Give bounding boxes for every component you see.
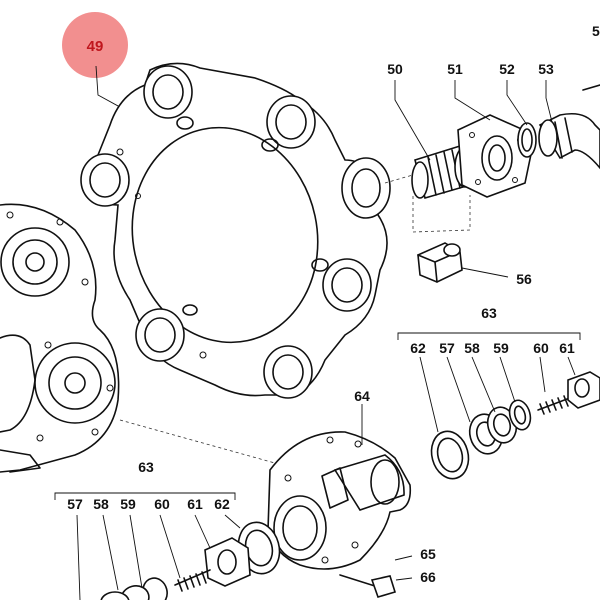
lug-right bbox=[341, 157, 391, 219]
label-57-left: 57 bbox=[67, 496, 83, 512]
label-63-right: 63 bbox=[481, 305, 497, 321]
lug-bottom-left bbox=[135, 308, 185, 362]
axis-line-upper bbox=[384, 169, 431, 184]
label-56: 56 bbox=[516, 271, 532, 287]
parts-65-66-bolt[interactable] bbox=[339, 555, 413, 598]
axis-line-lower bbox=[119, 419, 301, 471]
lug-top-left bbox=[143, 65, 193, 119]
label-66: 66 bbox=[420, 569, 436, 585]
leader-56 bbox=[461, 267, 509, 278]
group-63-right[interactable] bbox=[397, 332, 600, 483]
part-65-bolt-shank bbox=[339, 574, 379, 588]
label-61-right: 61 bbox=[559, 340, 575, 356]
label-50: 50 bbox=[387, 61, 403, 77]
label-63-left: 63 bbox=[138, 459, 154, 475]
label-51: 51 bbox=[447, 61, 463, 77]
part-60-right-spring bbox=[537, 395, 576, 415]
label-60-right: 60 bbox=[533, 340, 549, 356]
part-60-left-spring bbox=[174, 569, 211, 592]
part-53-elbow[interactable] bbox=[538, 84, 600, 170]
part-52-oring[interactable] bbox=[517, 122, 537, 158]
label-62-left: 62 bbox=[214, 496, 230, 512]
part-64-cover[interactable] bbox=[267, 431, 412, 570]
part-57-left bbox=[100, 591, 130, 600]
lug-top-right bbox=[266, 95, 316, 149]
part-61-left bbox=[204, 537, 251, 587]
label-64: 64 bbox=[354, 388, 370, 404]
part-66-washer bbox=[370, 575, 397, 598]
part-61-right bbox=[567, 371, 600, 409]
label-53: 53 bbox=[538, 61, 554, 77]
axis-line-box bbox=[412, 195, 471, 233]
part-58-left bbox=[120, 585, 150, 600]
label-57-right: 57 bbox=[439, 340, 455, 356]
lug-bottom-right bbox=[263, 345, 313, 399]
leaders-63-left bbox=[76, 514, 241, 600]
label-5-cut: 5 bbox=[592, 23, 600, 39]
label-59-right: 59 bbox=[493, 340, 509, 356]
leaders-63-right bbox=[419, 356, 576, 433]
label-58-left: 58 bbox=[93, 496, 109, 512]
leader-52 bbox=[506, 80, 528, 126]
lug-left bbox=[80, 153, 130, 207]
label-61-left: 61 bbox=[187, 496, 203, 512]
bracket-63-left bbox=[54, 492, 236, 500]
label-58-right: 58 bbox=[464, 340, 480, 356]
label-52: 52 bbox=[499, 61, 515, 77]
part-56-plug[interactable] bbox=[417, 242, 463, 283]
part-62-right bbox=[430, 430, 470, 480]
left-housing bbox=[0, 203, 120, 473]
callout-labels: 50 51 52 53 5 56 63 62 57 58 59 60 61 64… bbox=[67, 23, 600, 585]
leader-50 bbox=[394, 80, 431, 161]
label-60-left: 60 bbox=[154, 496, 170, 512]
label-62-right: 62 bbox=[410, 340, 426, 356]
leader-51 bbox=[454, 80, 491, 121]
lug-right-lower bbox=[322, 258, 372, 312]
ring-flange-49[interactable] bbox=[80, 62, 391, 399]
highlight-circle bbox=[62, 12, 128, 78]
part-51-flange[interactable] bbox=[457, 114, 536, 198]
label-59-left: 59 bbox=[120, 496, 136, 512]
part-59-right bbox=[508, 399, 532, 431]
group-63-left[interactable] bbox=[54, 492, 285, 600]
label-65: 65 bbox=[420, 546, 436, 562]
highlight-marker-49[interactable]: 49 bbox=[62, 12, 128, 78]
highlight-label: 49 bbox=[87, 38, 104, 55]
leader-53 bbox=[545, 80, 553, 123]
bracket-63-right bbox=[397, 332, 581, 340]
